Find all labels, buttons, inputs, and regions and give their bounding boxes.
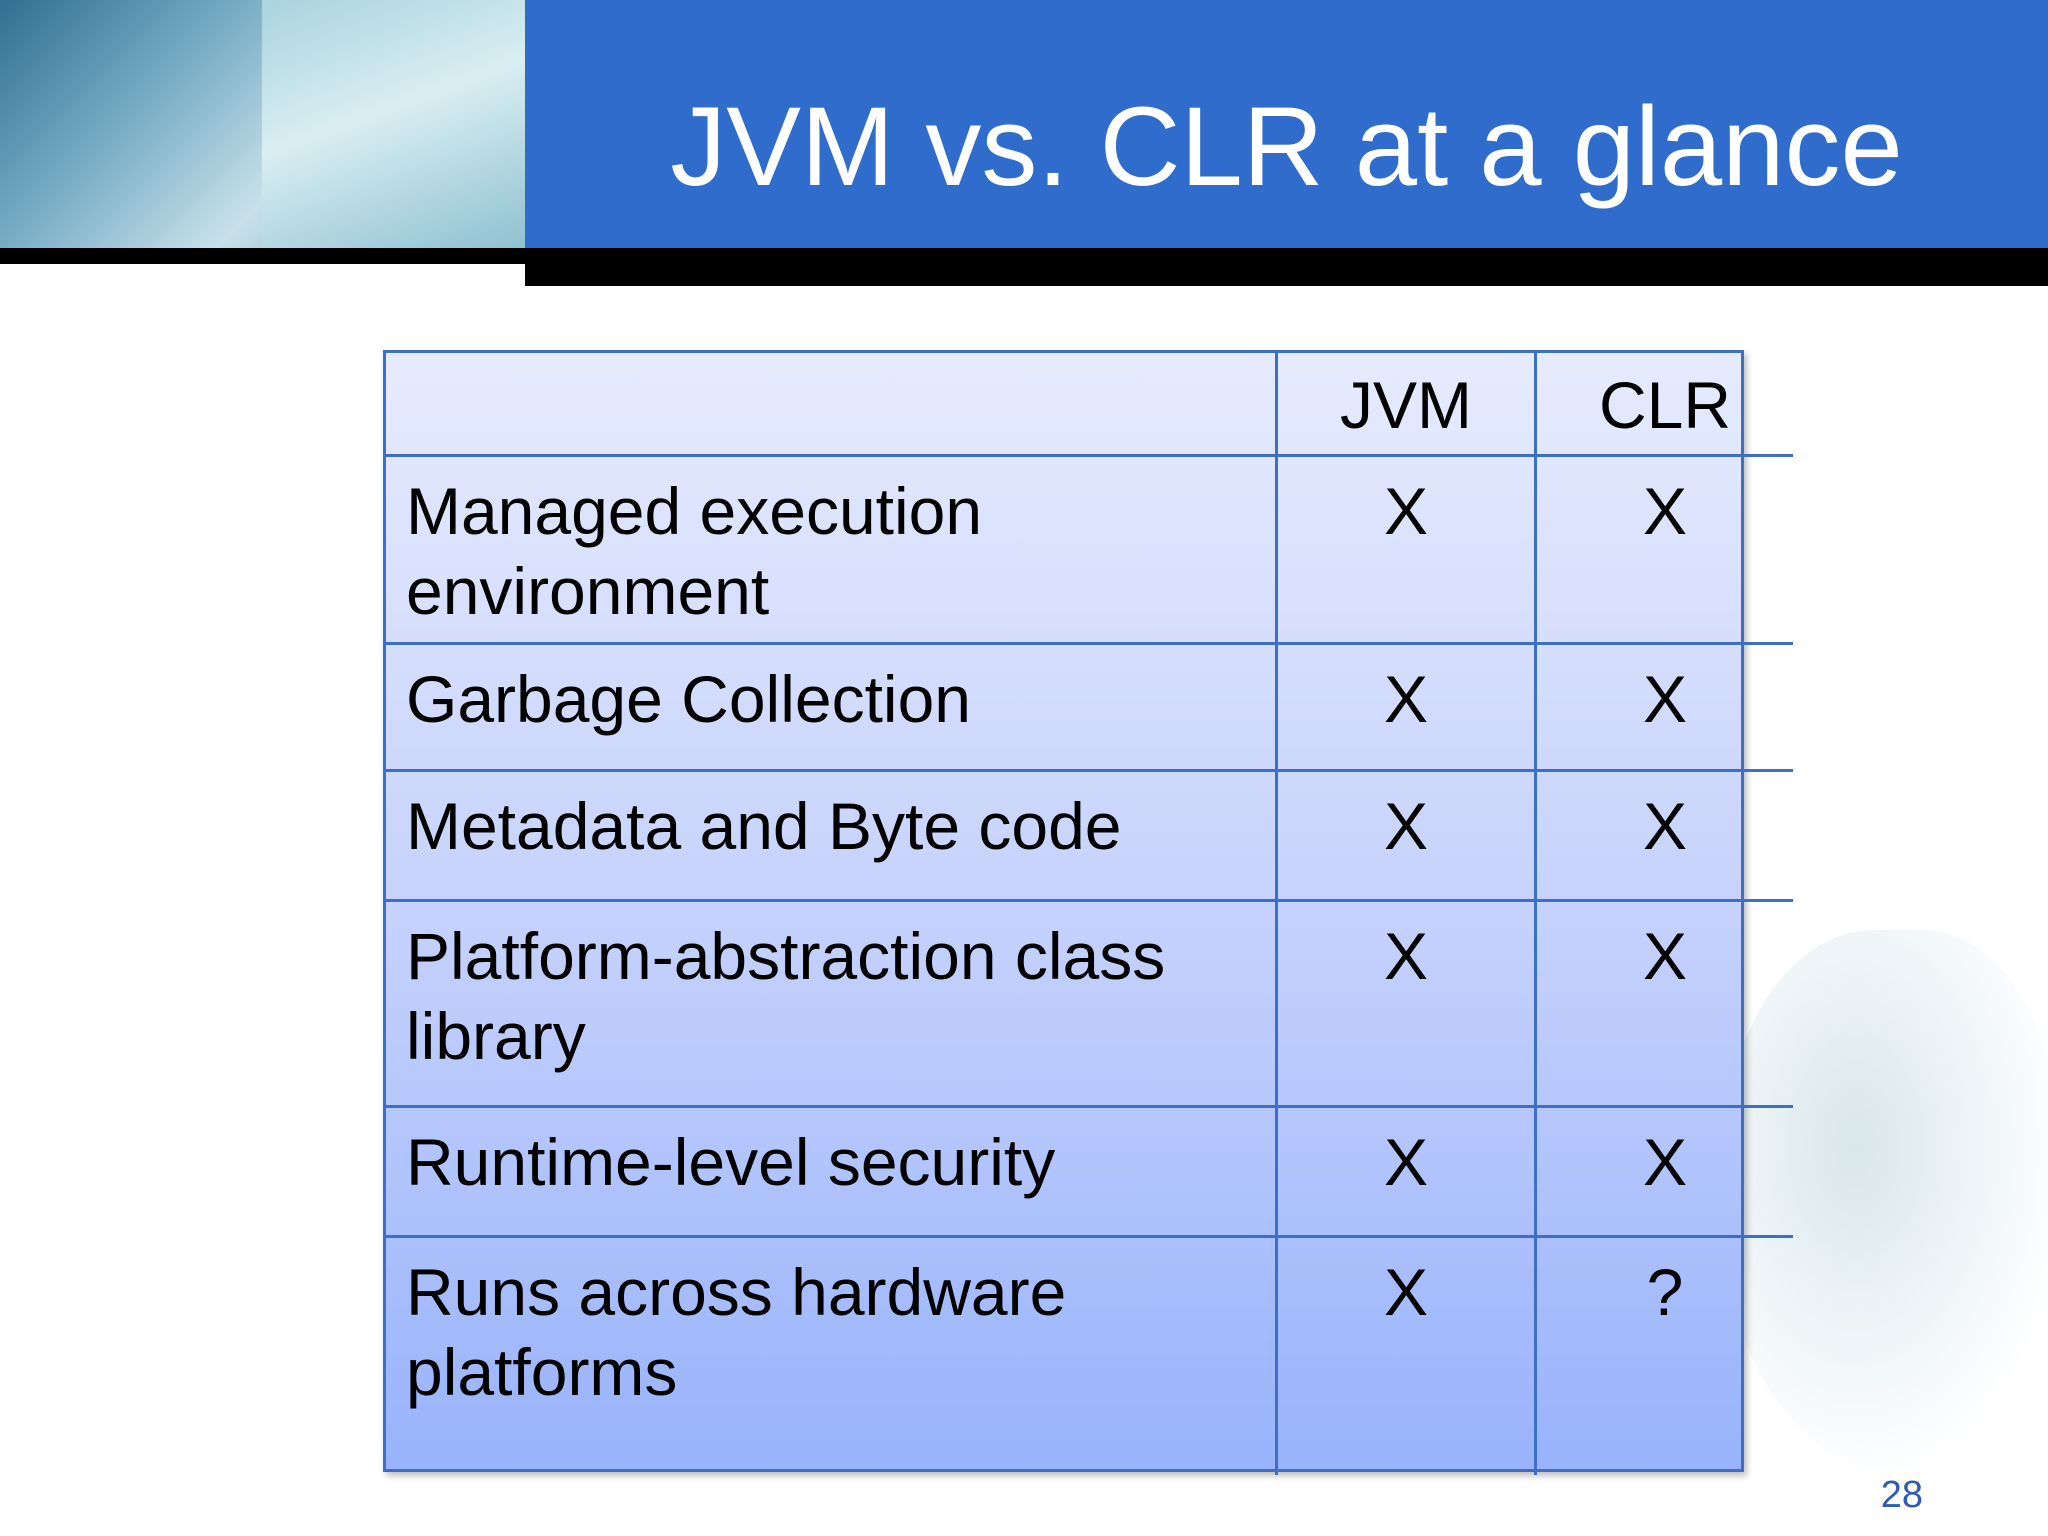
feature-cell: Managed execution environment: [386, 453, 1278, 645]
jvm-cell: X: [1275, 1234, 1537, 1475]
header-cell-feature: [386, 353, 1278, 457]
clr-cell: X: [1534, 768, 1793, 902]
jvm-cell: X: [1275, 898, 1537, 1108]
clr-cell: X: [1534, 453, 1793, 645]
comparison-table: JVM CLR Managed execution environment X …: [383, 350, 1793, 1475]
jvm-cell: X: [1275, 1104, 1537, 1238]
slide-title: JVM vs. CLR at a glance: [670, 84, 1903, 209]
feature-cell: Runs across hardware platforms: [386, 1234, 1278, 1475]
mouse-photo: [262, 0, 525, 248]
feature-cell: Metadata and Byte code: [386, 768, 1278, 902]
feature-cell: Runtime-level security: [386, 1104, 1278, 1238]
table-row: Garbage Collection X X: [386, 641, 1793, 772]
page-number: 28: [1880, 1474, 1923, 1516]
jvm-cell: X: [1275, 768, 1537, 902]
feature-cell: Platform-abstraction class library: [386, 898, 1278, 1108]
table-row: Managed execution environment X X: [386, 453, 1793, 645]
clr-cell: X: [1534, 641, 1793, 772]
header-band: [525, 0, 2048, 248]
jvm-cell: X: [1275, 641, 1537, 772]
table-row: Runs across hardware platforms X ?: [386, 1234, 1793, 1475]
header-photo: [0, 0, 525, 248]
table-row: Runtime-level security X X: [386, 1104, 1793, 1238]
table-header-row: JVM CLR: [386, 353, 1793, 457]
table-row: Platform-abstraction class library X X: [386, 898, 1793, 1108]
clr-cell: X: [1534, 898, 1793, 1108]
header-cell-clr: CLR: [1534, 353, 1793, 457]
feature-cell: Garbage Collection: [386, 641, 1278, 772]
table-row: Metadata and Byte code X X: [386, 768, 1793, 902]
jvm-cell: X: [1275, 453, 1537, 645]
header-cell-jvm: JVM: [1275, 353, 1537, 457]
header-divider-left: [0, 248, 525, 264]
header-divider-right: [525, 248, 2048, 286]
clr-cell: X: [1534, 1104, 1793, 1238]
clr-cell: ?: [1534, 1234, 1793, 1475]
